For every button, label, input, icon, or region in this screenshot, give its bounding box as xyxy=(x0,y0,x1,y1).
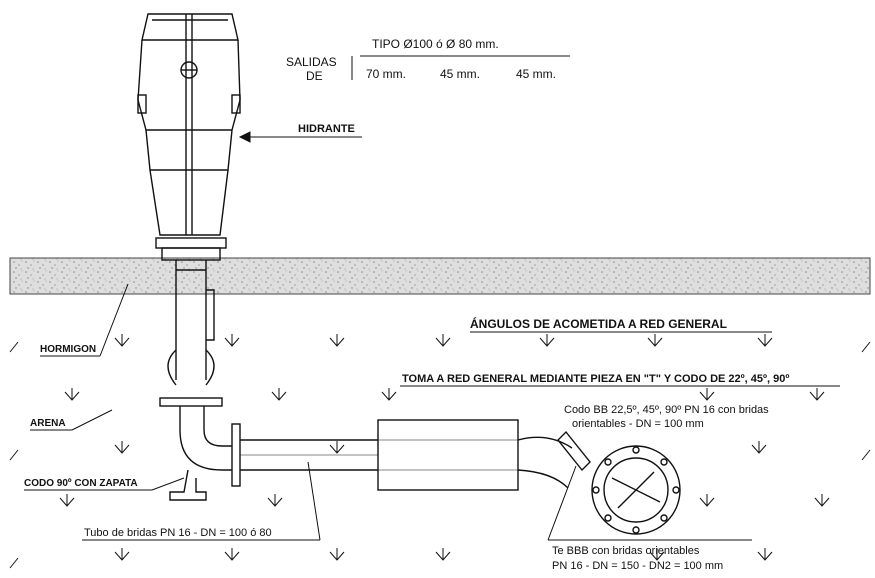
outlet-size-1: 70 mm. xyxy=(366,67,406,81)
hidrante-label: HIDRANTE xyxy=(298,123,355,135)
leader-lines xyxy=(24,55,840,541)
angulos-title: ÁNGULOS DE ACOMETIDA A RED GENERAL xyxy=(470,316,727,331)
toma-title: TOMA A RED GENERAL MEDIANTE PIEZA EN "T"… xyxy=(402,373,789,385)
tipo-label: TIPO Ø100 ó Ø 80 mm. xyxy=(372,37,499,51)
elbow-and-pipe xyxy=(169,406,681,535)
sand-arrow-marks xyxy=(9,334,871,569)
codo-zapata-label: CODO 90º CON ZAPATA xyxy=(24,478,138,489)
salidas-label-2: DE xyxy=(306,69,323,83)
outlet-size-2: 45 mm. xyxy=(440,67,480,81)
salidas-label-1: SALIDAS xyxy=(286,55,337,69)
ground-concrete-band xyxy=(9,257,871,295)
codo-bb-label-1: Codo BB 22,5º, 45º, 90º PN 16 con bridas xyxy=(564,404,769,416)
te-bbb-label-2: PN 16 - DN = 150 - DN2 = 100 mm xyxy=(552,560,723,572)
tubo-label: Tubo de bridas PN 16 - DN = 100 ó 80 xyxy=(84,527,272,539)
te-bbb-label-1: Te BBB con bridas orientables xyxy=(552,545,700,557)
codo-bb-label-2: orientables - DN = 100 mm xyxy=(572,418,704,430)
hormigon-label: HORMIGON xyxy=(40,344,96,355)
hydrant-body xyxy=(137,13,241,407)
outlet-size-3: 45 mm. xyxy=(516,67,556,81)
arena-label: ARENA xyxy=(30,418,66,429)
